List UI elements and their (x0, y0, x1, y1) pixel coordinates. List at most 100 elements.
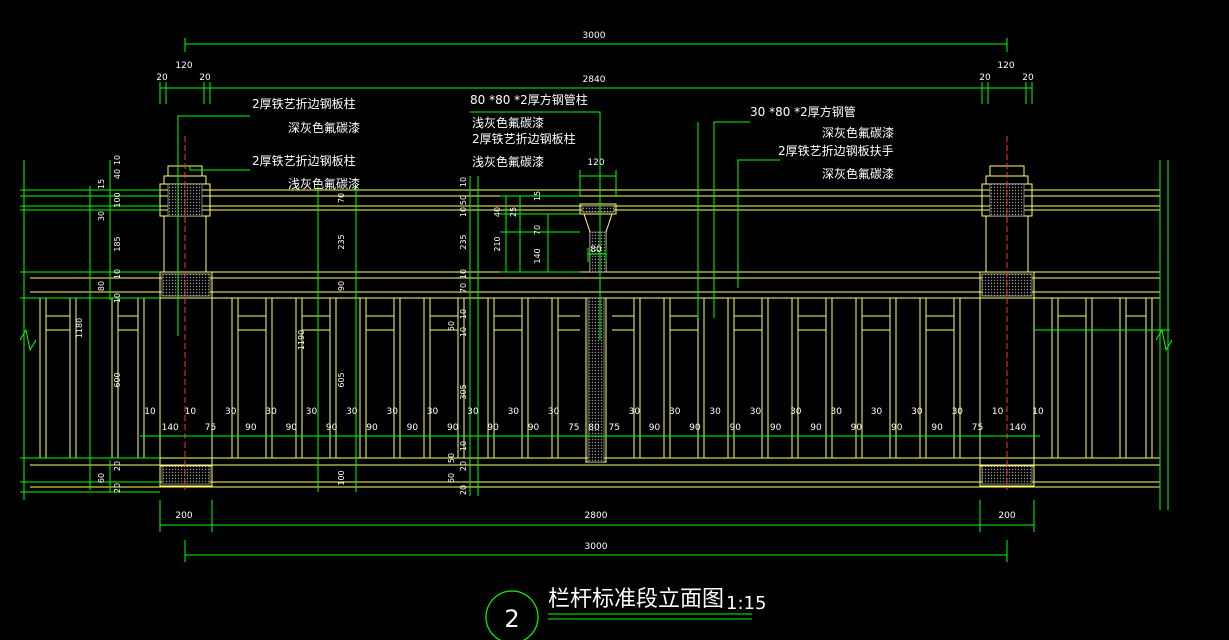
dim-left-120: 120 (175, 61, 192, 71)
spacing-label: 30 (830, 407, 842, 417)
spacing-label: 30 (750, 407, 762, 417)
mid-left-dim: 605 (337, 372, 346, 387)
mid-dim: 10 (459, 177, 468, 187)
left-dim: 600 (113, 372, 122, 387)
spacing-label: 30 (225, 407, 237, 417)
left-dim: 60 (97, 473, 106, 483)
spacing-label: 90 (810, 423, 822, 433)
left-dim: 40 (113, 169, 122, 179)
mid-dim: 235 (459, 234, 468, 249)
spacing-label: 90 (447, 423, 459, 433)
mid-dim: 10 (459, 207, 468, 217)
title-number: 2 (504, 605, 519, 633)
spacing-label: 90 (528, 423, 540, 433)
mid-left-dim: 90 (337, 281, 346, 291)
note-mid-post-2-paint: 浅灰色氟碳漆 (472, 155, 544, 169)
note-handrail-pipe-paint: 深灰色氟碳漆 (822, 126, 894, 140)
center-lines (184, 136, 1008, 490)
dim-bottom-left-200: 200 (175, 511, 192, 521)
spacing-label: 90 (326, 423, 338, 433)
spacing-label: 75 (568, 423, 579, 433)
title-scale: 1:15 (726, 593, 766, 614)
mid-left-vertical-dims: 70 235 90 1190 605 100 (297, 193, 346, 486)
title-text: 栏杆标准段立面图 (548, 587, 724, 612)
left-dim: 1180 (75, 318, 84, 338)
spacing-label: 30 (669, 407, 681, 417)
spacing-label: 90 (851, 423, 863, 433)
note-handrail-paint: 深灰色氟碳漆 (822, 167, 894, 181)
title-block: 2 栏杆标准段立面图 1:15 (485, 587, 766, 640)
note-handrail: 2厚铁艺折边钢板扶手 (778, 143, 894, 158)
left-dim: 10 (113, 269, 122, 279)
note-left-post-1-paint: 深灰色氟碳漆 (288, 121, 360, 135)
spacing-label: 10 (185, 407, 197, 417)
left-dim: 30 (97, 211, 106, 221)
left-dim: 10 (113, 155, 122, 165)
baluster-grid (39, 298, 1153, 458)
dim-bottom-overall: 3000 (585, 542, 608, 552)
dim-left-20b: 20 (199, 73, 211, 83)
dim-post-center-120: 120 (587, 158, 604, 168)
mid-dim: 10 (459, 269, 468, 279)
spacing-label: 30 (427, 407, 439, 417)
dim-pipe-80: 80 (590, 245, 602, 255)
dim-right-120: 120 (997, 61, 1014, 71)
mid-dim: 50 (459, 195, 468, 205)
left-dim: 80 (97, 281, 106, 291)
spacing-label: 90 (689, 423, 701, 433)
dim-bottom-right-200: 200 (998, 511, 1015, 521)
spacing-label: 10 (992, 407, 1004, 417)
spacing-label: 30 (871, 407, 883, 417)
spacing-label: 30 (508, 407, 520, 417)
annotation-notes: 2厚铁艺折边钢板柱 深灰色氟碳漆 2厚铁艺折边钢板柱 浅灰色氟碳漆 80 *80… (252, 92, 894, 191)
spacing-label: 90 (931, 423, 943, 433)
spacing-label: 30 (629, 407, 641, 417)
left-vertical-dims: 10 15 40 100 30 185 10 80 10 1180 600 20… (75, 155, 122, 493)
spacing-label: 75 (972, 423, 983, 433)
spacing-label: 30 (952, 407, 964, 417)
mid-small-dim: 40 (493, 207, 502, 217)
mid-dim: 10 (459, 327, 468, 337)
title-number-circle (485, 590, 539, 640)
mid-dim: 50 (447, 321, 456, 331)
mid-left-dim: 1190 (297, 330, 306, 350)
dimension-text: 3000 2840 120 120 20 20 20 20 120 80 200… (156, 31, 1034, 552)
note-left-post-2: 2厚铁艺折边钢板柱 (252, 153, 356, 168)
note-left-post-2-paint: 浅灰色氟碳漆 (288, 177, 360, 191)
note-mid-post-paint: 浅灰色氟碳漆 (472, 116, 544, 130)
mid-dim: 20 (459, 485, 468, 495)
left-dim: 15 (97, 179, 106, 189)
mid-small-dim: 210 (493, 236, 502, 251)
spacing-label: 90 (770, 423, 782, 433)
mid-dim: 10 (459, 441, 468, 451)
spacing-label: 90 (487, 423, 499, 433)
mid-small-dim: 25 (509, 207, 518, 217)
mid-dim: 20 (459, 461, 468, 471)
spacing-label: 10 (1032, 407, 1044, 417)
spacing-label: 90 (891, 423, 903, 433)
spacing-label: 90 (366, 423, 378, 433)
spacing-label: 75 (608, 423, 619, 433)
spacing-label: 30 (548, 407, 560, 417)
spacing-label: 90 (649, 423, 661, 433)
spacing-label: 80 (588, 423, 600, 433)
dim-right-20a: 20 (979, 73, 991, 83)
left-dim: 20 (113, 483, 122, 493)
left-dim: 100 (113, 192, 122, 207)
spacing-label: 30 (346, 407, 358, 417)
spacing-label: 30 (265, 407, 277, 417)
mid-left-dim: 235 (337, 234, 346, 249)
note-mid-post-2: 2厚铁艺折边钢板柱 (472, 131, 576, 146)
dim-left-20a: 20 (156, 73, 168, 83)
spacing-label: 90 (286, 423, 298, 433)
mid-dim: 50 (447, 453, 456, 463)
spacing-label: 30 (790, 407, 802, 417)
mid-vertical-dims: 10 50 10 235 10 70 50 10 10 305 10 50 20… (447, 177, 542, 495)
left-dim: 20 (113, 461, 122, 471)
spacing-labels: 1014010753090309030903090309030903090309… (144, 407, 1044, 433)
railing-structure (30, 165, 1160, 488)
note-handrail-pipe: 30 *80 *2厚方钢管 (750, 104, 856, 119)
spacing-label: 75 (205, 423, 216, 433)
mid-small-dim: 140 (533, 248, 542, 263)
